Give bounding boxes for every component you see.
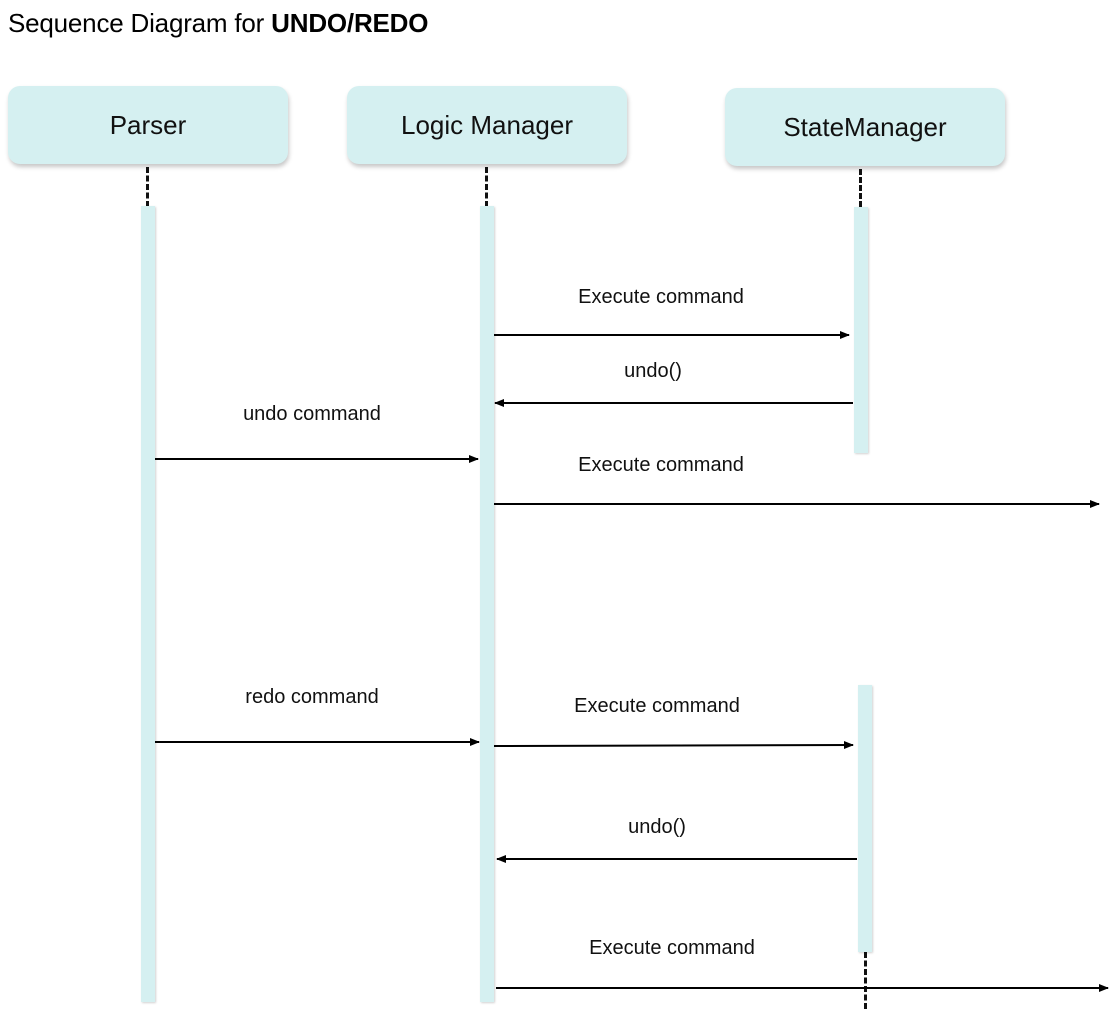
activation-logic-manager	[480, 206, 494, 1002]
participant-label: Parser	[109, 109, 187, 140]
activation-state-manager-2	[858, 685, 872, 952]
message-label: undo command	[243, 403, 381, 425]
message-label: undo()	[624, 360, 682, 382]
title-emphasis: UNDO/REDO	[271, 8, 429, 38]
message-label: undo()	[628, 816, 686, 838]
lifeline-parser-head	[146, 167, 149, 207]
lifeline-state-manager-tail	[864, 952, 867, 1009]
participant-state-manager: StateManager	[725, 88, 1005, 166]
participant-parser: Parser	[8, 86, 288, 164]
message-label: Execute command	[578, 454, 744, 476]
activation-state-manager-1	[854, 207, 868, 453]
activation-parser	[141, 206, 155, 1002]
diagram-title: Sequence Diagram for UNDO/REDO	[8, 6, 428, 40]
lifeline-state-manager-head	[859, 169, 862, 207]
message-label: redo command	[245, 686, 379, 708]
arrow-execute-command-3	[493, 741, 854, 750]
lifeline-logic-manager-head	[485, 167, 488, 207]
participant-label: StateManager	[783, 111, 947, 142]
message-label: Execute command	[589, 937, 755, 959]
participant-logic-manager: Logic Manager	[347, 86, 627, 164]
message-label: Execute command	[578, 286, 744, 308]
participant-label: Logic Manager	[401, 109, 573, 140]
title-prefix: Sequence Diagram for	[8, 8, 272, 38]
message-label: Execute command	[574, 695, 740, 717]
